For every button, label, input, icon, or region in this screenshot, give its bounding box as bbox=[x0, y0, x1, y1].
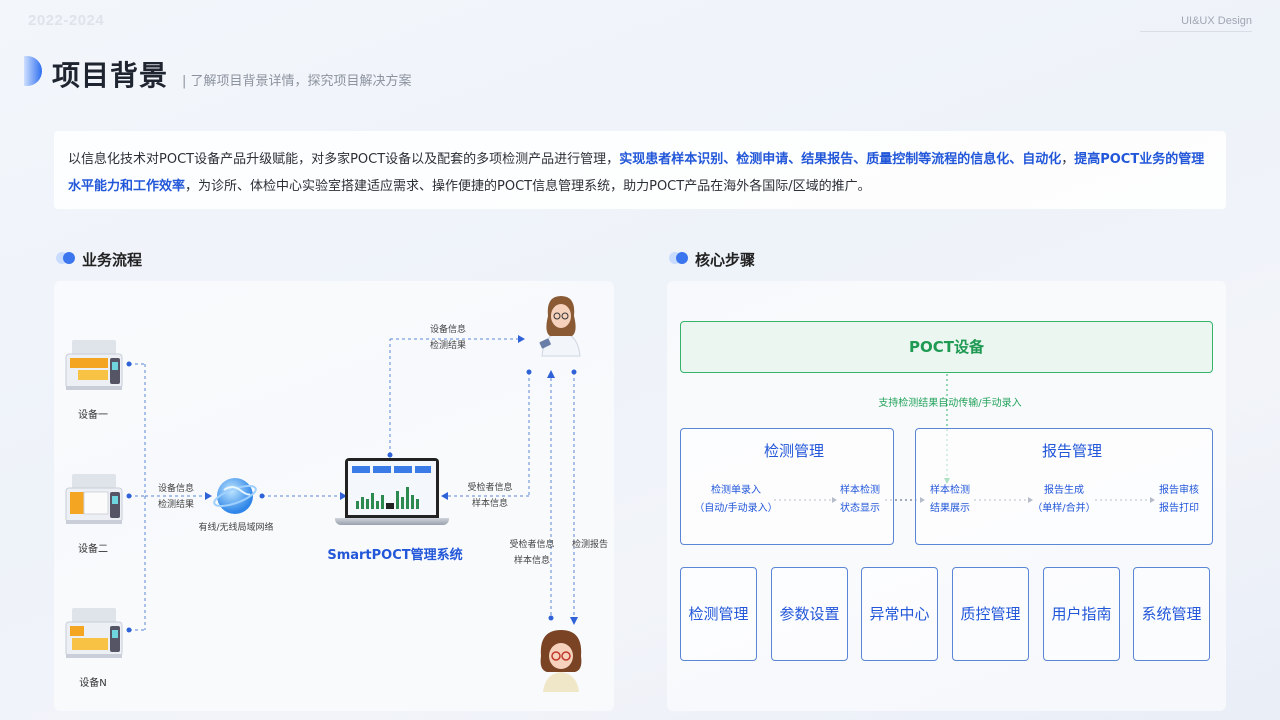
brand-divider bbox=[1140, 31, 1252, 32]
system-name: SmartPOCT管理系统 bbox=[327, 548, 463, 563]
network-label: 有线/无线局域网络 bbox=[198, 523, 274, 533]
intro-text-3: ，为诊所、体检中心实验室搭建适应需求、操作便捷的POCT信息管理系统，助力POC… bbox=[185, 179, 871, 194]
flow-label-test-result-2: 检测结果 bbox=[429, 341, 466, 351]
poct-device-icon bbox=[65, 608, 123, 658]
test-management-box bbox=[680, 428, 894, 545]
intro-text-1: 以信息化技术对POCT设备产品升级赋能，对多家POCT设备以及配套的多项检测产品… bbox=[68, 152, 620, 167]
module-exception-center: 异常中心 bbox=[861, 567, 938, 661]
step-report-generate-line1: 报告生成 bbox=[1044, 485, 1084, 496]
device-label-n: 设备N bbox=[79, 678, 107, 689]
step-report-generate-line2: （单样/合并） bbox=[1032, 503, 1096, 514]
globe-network-icon bbox=[213, 478, 257, 514]
step-order-entry-line1: 检测单录入 bbox=[711, 485, 761, 496]
step-sample-status: 样本检测 状态显示 bbox=[830, 482, 890, 518]
flow-label-device-info: 设备信息 bbox=[157, 484, 194, 494]
test-management-title: 检测管理 bbox=[763, 442, 824, 460]
page-subtitle: | 了解项目背景详情，探究项目解决方案 bbox=[182, 74, 412, 89]
poct-transfer-note: 支持检测结果自动传输/手动录入 bbox=[878, 398, 1022, 409]
step-report-generate: 报告生成 （单样/合并） bbox=[1024, 482, 1104, 518]
step-report-review: 报告审核 报告打印 bbox=[1150, 482, 1208, 518]
step-result-display: 样本检测 结果展示 bbox=[920, 482, 980, 518]
section-bullet-icon bbox=[669, 252, 689, 264]
report-management-box bbox=[915, 428, 1213, 545]
business-flow-title: 业务流程 bbox=[82, 251, 143, 269]
step-result-display-line2: 结果展示 bbox=[930, 503, 970, 514]
flow-label-subject-info-2: 受检者信息 bbox=[509, 540, 555, 550]
page-title: 项目背景 bbox=[52, 59, 169, 92]
laptop-base bbox=[335, 518, 449, 525]
intro-paragraph: 以信息化技术对POCT设备产品升级赋能，对多家POCT设备以及配套的多项检测产品… bbox=[54, 131, 1226, 209]
step-sample-status-line1: 样本检测 bbox=[840, 485, 880, 496]
flow-label-sample-info: 样本信息 bbox=[471, 499, 508, 509]
module-parameter-settings: 参数设置 bbox=[771, 567, 848, 661]
poct-device-box: POCT设备 bbox=[680, 321, 1213, 373]
step-result-display-line1: 样本检测 bbox=[930, 485, 970, 496]
intro-text-2: ， bbox=[1061, 152, 1075, 167]
step-order-entry-line2: （自动/手动录入） bbox=[694, 503, 778, 514]
year-range: 2022-2024 bbox=[28, 12, 105, 29]
step-report-review-line1: 报告审核 bbox=[1159, 485, 1199, 496]
module-user-guide: 用户指南 bbox=[1043, 567, 1120, 661]
poct-device-icon bbox=[65, 340, 123, 390]
module-test-management: 检测管理 bbox=[680, 567, 757, 661]
doctor-avatar-icon bbox=[539, 296, 581, 357]
poct-device-icon bbox=[65, 474, 123, 524]
laptop-icon bbox=[345, 458, 439, 518]
intro-highlight-2: 提高POCT业务的管理水平能力和工作效率 bbox=[68, 152, 1205, 194]
flow-label-test-result: 检测结果 bbox=[157, 500, 194, 510]
flow-label-sample-info-2: 样本信息 bbox=[513, 556, 550, 566]
step-sample-status-line2: 状态显示 bbox=[840, 503, 880, 514]
module-qc-management: 质控管理 bbox=[952, 567, 1029, 661]
patient-avatar-icon bbox=[540, 630, 582, 692]
title-accent-shape bbox=[24, 56, 42, 86]
flow-label-device-info-2: 设备信息 bbox=[429, 325, 466, 335]
device-label-2: 设备二 bbox=[78, 544, 108, 555]
flow-label-report: 检测报告 bbox=[571, 540, 608, 550]
brand-label: UI&UX Design bbox=[1181, 15, 1252, 27]
flow-label-subject-info: 受检者信息 bbox=[467, 483, 513, 493]
section-bullet-icon bbox=[56, 252, 76, 264]
intro-highlight-1: 实现患者样本识别、检测申请、结果报告、质量控制等流程的信息化、自动化 bbox=[619, 152, 1062, 167]
core-steps-title: 核心步骤 bbox=[695, 251, 756, 269]
module-system-management: 系统管理 bbox=[1133, 567, 1210, 661]
step-order-entry: 检测单录入 （自动/手动录入） bbox=[686, 482, 786, 518]
step-report-review-line2: 报告打印 bbox=[1159, 503, 1199, 514]
report-management-title: 报告管理 bbox=[1041, 442, 1102, 460]
device-label-1: 设备一 bbox=[78, 410, 108, 421]
